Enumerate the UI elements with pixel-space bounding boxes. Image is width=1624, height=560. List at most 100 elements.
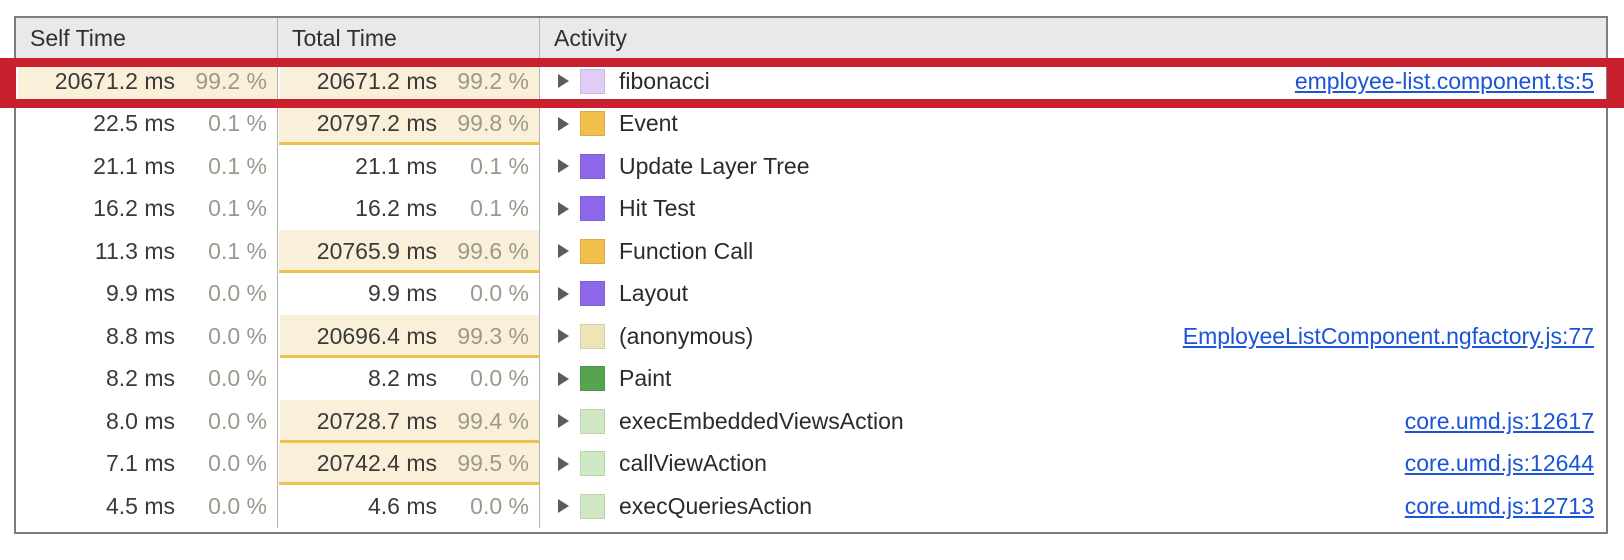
total-time-value: 21.1 ms: [355, 152, 437, 179]
cell-activity: Layout: [540, 273, 1606, 316]
self-time-percent: 0.1 %: [208, 152, 267, 179]
swatch-scripting-icon: [580, 238, 605, 264]
expand-triangle-icon[interactable]: [552, 116, 574, 132]
self-time-percent: 0.1 %: [208, 110, 267, 137]
annotation-highlight-rect-right: [1607, 58, 1624, 108]
value-group: 20765.9 ms 99.6 %: [317, 238, 529, 265]
self-time-percent: 0.0 %: [208, 280, 267, 307]
bottom-up-tree-panel: Self Time Total Time Activity 20671.2 ms…: [14, 16, 1608, 534]
swatch-scripting-light-icon: [580, 68, 605, 94]
activity-label: Event: [619, 110, 678, 137]
cell-activity: Hit Test: [540, 188, 1606, 231]
swatch-angular-green-icon: [580, 451, 605, 477]
source-location-link[interactable]: core.umd.js:12617: [1404, 407, 1594, 434]
expand-triangle-icon[interactable]: [552, 413, 574, 429]
source-location-link[interactable]: EmployeeListComponent.ngfactory.js:77: [1182, 322, 1594, 349]
total-time-percent: 0.0 %: [470, 365, 529, 392]
total-time-percent: 99.6 %: [457, 237, 529, 264]
activity-label: (anonymous): [619, 322, 754, 349]
column-header-self-time-label: Self Time: [30, 25, 126, 51]
source-location-link[interactable]: core.umd.js:12713: [1404, 492, 1594, 519]
self-time-value: 11.3 ms: [94, 237, 175, 264]
cell-total-time: 9.9 ms 0.0 %: [278, 272, 540, 315]
total-time-value: 9.9 ms: [367, 280, 437, 307]
total-time-value: 20671.2 ms: [316, 67, 437, 94]
source-location-link[interactable]: core.umd.js:12644: [1404, 450, 1594, 477]
column-header-total-time[interactable]: Total Time: [278, 18, 540, 59]
expand-triangle-icon[interactable]: [552, 328, 574, 344]
self-time-percent: 0.0 %: [208, 365, 267, 392]
tree-rows-container: 20671.2 ms 99.2 % 20671.2 ms 99.2 % fibonacc…: [16, 60, 1606, 528]
expand-triangle-icon[interactable]: [552, 73, 574, 89]
total-time-value: 20765.9 ms: [316, 237, 437, 264]
swatch-rendering-icon: [580, 196, 605, 222]
self-time-value: 8.2 ms: [105, 365, 175, 392]
swatch-rendering-icon: [580, 153, 605, 179]
activity-label: fibonacci: [619, 67, 710, 94]
total-time-percent: 99.8 %: [457, 110, 529, 137]
self-time-value: 20671.2 ms: [54, 67, 175, 94]
total-time-percent: 99.3 %: [457, 322, 529, 349]
self-time-percent: 0.0 %: [208, 407, 267, 434]
total-time-value: 16.2 ms: [355, 195, 437, 222]
activity-label: Function Call: [619, 237, 754, 264]
swatch-anonymous-icon: [580, 323, 605, 349]
expand-triangle-icon[interactable]: [552, 158, 574, 174]
self-time-value: 7.1 ms: [105, 450, 175, 477]
total-time-value: 20797.2 ms: [316, 110, 437, 137]
swatch-rendering-icon: [580, 281, 605, 307]
column-header-self-time[interactable]: Self Time: [16, 18, 278, 59]
self-time-percent: 0.0 %: [208, 450, 267, 477]
column-header-activity[interactable]: Activity: [540, 18, 1606, 59]
source-location-link[interactable]: employee-list.component.ts:5: [1294, 67, 1594, 94]
total-time-percent: 99.2 %: [457, 67, 529, 94]
table-header-row: Self Time Total Time Activity: [16, 18, 1606, 60]
tree-row[interactable]: 8.2 ms 0.0 % 8.2 ms 0.0 % Paint: [16, 357, 1606, 401]
expand-triangle-icon[interactable]: [552, 243, 574, 259]
activity-label: Update Layer Tree: [619, 152, 810, 179]
swatch-scripting-icon: [580, 111, 605, 137]
cell-activity: (anonymous) EmployeeListComponent.ngfacto…: [540, 315, 1606, 358]
cell-activity: Paint: [540, 358, 1606, 401]
cell-total-time: 20671.2 ms 99.2 %: [278, 60, 540, 103]
cell-activity: Event: [540, 103, 1606, 146]
expand-triangle-icon[interactable]: [552, 456, 574, 472]
total-time-value: 8.2 ms: [367, 365, 437, 392]
activity-label: execEmbeddedViewsAction: [619, 407, 904, 434]
expand-triangle-icon[interactable]: [552, 201, 574, 217]
value-group: 20671.2 ms 99.2 %: [55, 68, 267, 95]
cell-self-time: 8.2 ms 0.0 %: [16, 357, 278, 400]
tree-row[interactable]: 20671.2 ms 99.2 % 20671.2 ms 99.2 % fibonacc…: [16, 60, 1606, 103]
total-time-percent: 0.0 %: [470, 280, 529, 307]
expand-triangle-icon[interactable]: [552, 286, 574, 302]
expand-triangle-icon[interactable]: [552, 371, 574, 387]
cell-activity: fibonacci employee-list.component.ts:5: [540, 60, 1606, 103]
self-time-percent: 99.2 %: [195, 67, 267, 94]
expand-triangle-icon[interactable]: [552, 498, 574, 514]
activity-label: Hit Test: [619, 195, 696, 222]
